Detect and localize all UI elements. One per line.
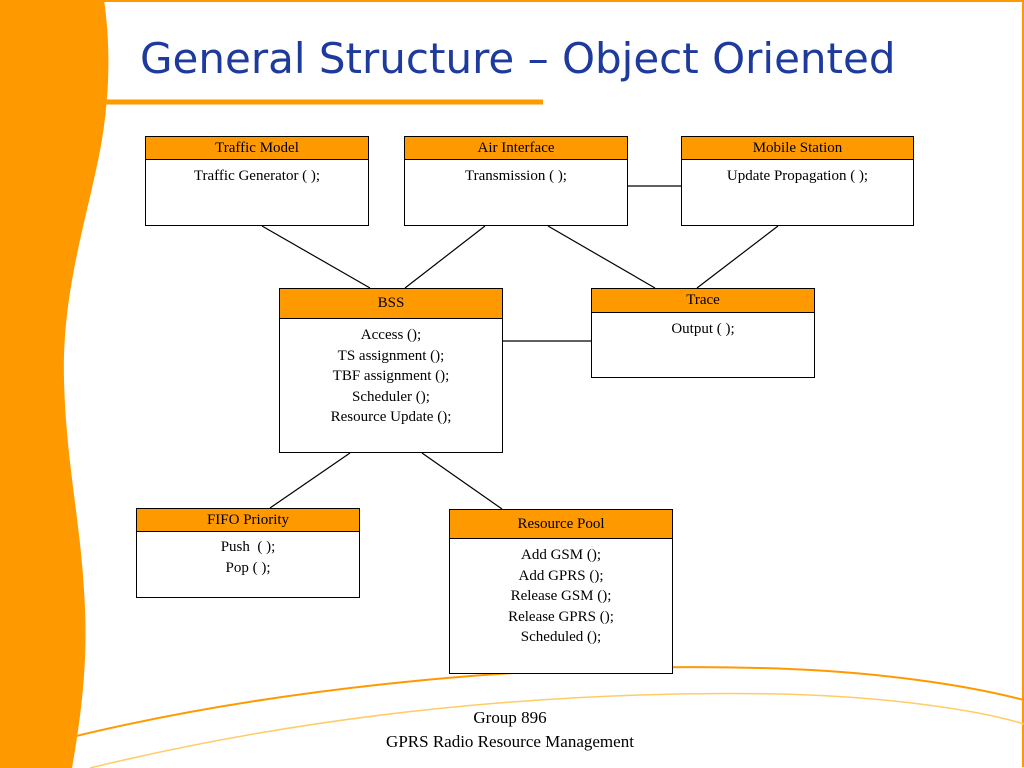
class-method: TS assignment (); (337, 347, 445, 364)
class-box-resource-pool: Resource Pool Add GSM (); Add GPRS (); Rel… (449, 509, 673, 674)
class-method: TBF assignment (); (332, 368, 450, 384)
connector-bss-fifo-priority (269, 452, 351, 509)
class-method: Scheduler (); (352, 388, 430, 405)
class-method: Transmission ( ); (465, 168, 567, 184)
class-method: Output ( ); (671, 321, 735, 337)
connector-lines (261, 185, 779, 510)
class-header-trace: Trace (592, 289, 814, 313)
class-method: Update Propagation ( ); (726, 168, 869, 184)
class-method: Resource Update (); (330, 409, 452, 425)
left-orange-wave (0, 0, 109, 768)
class-method: Add GPRS (); (518, 567, 604, 584)
class-method: Release GPRS (); (508, 608, 614, 625)
class-box-traffic-model: Traffic Model Traffic Generator ( ); (145, 136, 369, 226)
footer-group: Group 896 (473, 708, 547, 727)
class-methods-fifo-priority: Push ( ); Pop ( ); (137, 532, 359, 578)
class-method: Scheduled (); (520, 629, 602, 645)
connector-air-interface-bss (404, 225, 486, 289)
class-method: Pop ( ); (225, 559, 271, 576)
class-methods-trace: Output ( ); (592, 313, 814, 340)
class-box-fifo-priority: FIFO Priority Push ( ); Pop ( ); (136, 508, 360, 598)
slide-title: General Structure – Object Oriented (140, 34, 896, 83)
class-methods-traffic-model: Traffic Generator ( ); (146, 160, 368, 187)
class-method: Release GSM (); (510, 588, 612, 604)
class-header-bss: BSS (280, 289, 502, 319)
class-method: Traffic Generator ( ); (193, 168, 321, 184)
connector-bss-resource-pool (421, 452, 503, 510)
bottom-orange-curve-inner (89, 692, 1024, 768)
top-orange-line (104, 0, 1024, 767)
connector-mobile-station-trace (696, 225, 779, 289)
connector-air-interface-trace (547, 225, 656, 289)
class-header-resource-pool: Resource Pool (450, 510, 672, 539)
connector-traffic-model-bss (261, 225, 371, 289)
class-methods-mobile-station: Update Propagation ( ); (682, 160, 913, 187)
class-method: Access (); (360, 327, 422, 343)
class-method: Add GSM (); (520, 547, 601, 563)
class-methods-air-interface: Transmission ( ); (405, 160, 627, 187)
class-methods-bss: Access (); TS assignment (); TBF assignmen… (280, 319, 502, 428)
class-header-mobile-station: Mobile Station (682, 137, 913, 160)
class-method: Push ( ); (220, 539, 276, 555)
class-header-fifo-priority: FIFO Priority (137, 509, 359, 532)
class-box-air-interface: Air Interface Transmission ( ); (404, 136, 628, 226)
class-methods-resource-pool: Add GSM (); Add GPRS (); Release GSM (); Re… (450, 539, 672, 648)
class-header-traffic-model: Traffic Model (146, 137, 368, 160)
class-header-air-interface: Air Interface (405, 137, 627, 160)
class-box-mobile-station: Mobile Station Update Propagation ( ); (681, 136, 914, 226)
class-box-trace: Trace Output ( ); (591, 288, 815, 378)
footer-project-title: GPRS Radio Resource Management (386, 732, 634, 751)
class-box-bss: BSS Access (); TS assignment (); TBF assig… (279, 288, 503, 453)
